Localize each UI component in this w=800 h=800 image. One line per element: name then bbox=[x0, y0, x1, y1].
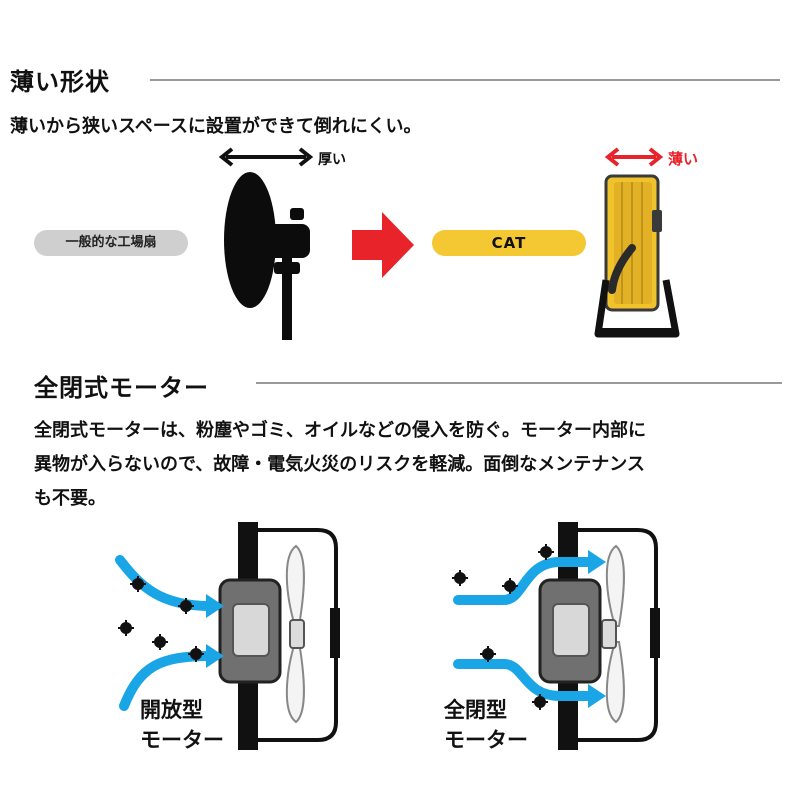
open-motor-caption-line-2: モーター bbox=[140, 728, 224, 752]
closed-motor-diagram bbox=[452, 522, 660, 750]
thick-label: 厚い bbox=[318, 152, 346, 168]
closed-motor-caption-line-2: モーター bbox=[444, 728, 528, 752]
open-motor-caption-line-1: 開放型 bbox=[140, 698, 203, 722]
section-thin-description: 薄いから狭いスペースに設置ができて倒れにくい。 bbox=[10, 116, 422, 137]
motor-description-line-3: も不要。 bbox=[34, 488, 106, 509]
thinness-arrow-icon bbox=[604, 147, 664, 167]
general-fan-icon bbox=[224, 172, 310, 340]
comparison-arrow-icon bbox=[352, 212, 414, 278]
closed-motor-caption-line-1: 全閉型 bbox=[444, 698, 507, 722]
open-motor-diagram bbox=[115, 522, 340, 750]
section-divider bbox=[150, 79, 780, 81]
motor-description-line-1: 全閉式モーターは、粉塵やゴミ、オイルなどの侵入を防ぐ。モーター内部に bbox=[34, 420, 646, 441]
general-fan-badge: 一般的な工場扇 bbox=[34, 230, 188, 256]
section-motor-heading: 全閉式モーター bbox=[34, 374, 209, 402]
section-divider bbox=[256, 382, 782, 384]
thickness-arrow-icon bbox=[218, 147, 314, 167]
thin-label: 薄い bbox=[668, 150, 699, 168]
motor-description-line-2: 異物が入らないので、故障・電気火災のリスクを軽減。面倒なメンテナンス bbox=[34, 454, 645, 475]
brand-badge: CAT bbox=[432, 230, 586, 256]
thin-fan-icon bbox=[594, 174, 680, 338]
section-thin-heading: 薄い形状 bbox=[10, 68, 110, 96]
